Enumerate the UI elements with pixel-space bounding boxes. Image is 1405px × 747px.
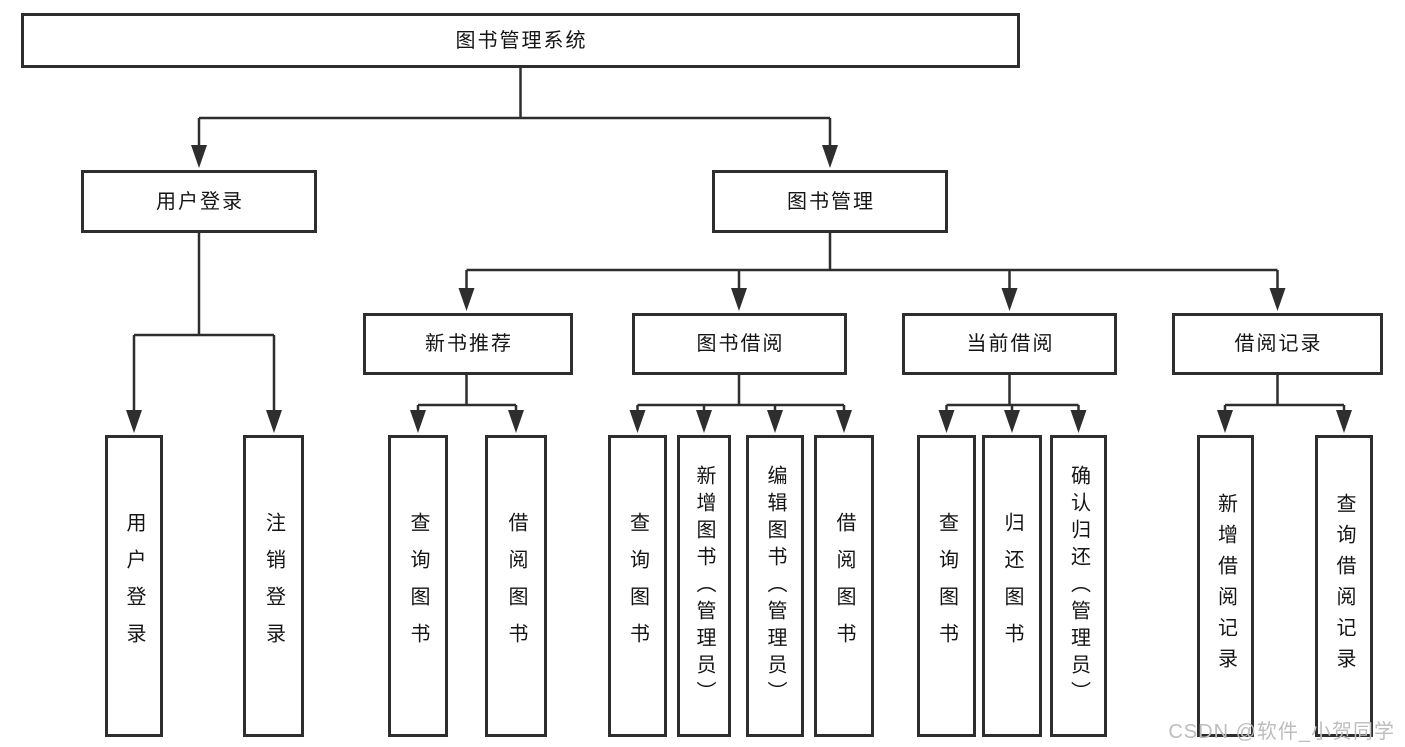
csdn-watermark: CSDN @软件_小贺同学 — [1168, 721, 1395, 743]
arrowhead — [458, 288, 475, 311]
arrowhead — [1217, 410, 1233, 433]
leaf-borrow-books-recommend: 借阅图书 — [485, 435, 547, 737]
arrowhead — [629, 410, 646, 433]
arrowhead — [836, 410, 852, 433]
leaf-logout: 注销登录 — [243, 435, 304, 737]
leaf-confirm-return-admin: 确认归还（管理员） — [1050, 435, 1107, 737]
arrowhead — [1001, 288, 1018, 311]
arrowhead — [822, 145, 838, 168]
arrowhead — [508, 410, 524, 433]
node-root-book-management-system: 图书管理系统 — [21, 13, 1020, 68]
leaf-query-books-borrow: 查询图书 — [608, 435, 667, 737]
leaf-query-books-recommend: 查询图书 — [388, 435, 448, 737]
leaf-add-borrow-record: 新增借阅记录 — [1197, 435, 1254, 737]
node-borrowing-records: 借阅记录 — [1172, 313, 1383, 375]
arrowhead — [767, 410, 783, 433]
arrowhead — [126, 410, 142, 433]
arrowhead — [410, 410, 426, 433]
node-user-login: 用户登录 — [81, 170, 317, 233]
arrowhead — [1269, 288, 1286, 311]
arrowhead — [731, 288, 747, 311]
leaf-edit-books-admin: 编辑图书（管理员） — [746, 435, 804, 737]
leaf-add-books-admin: 新增图书（管理员） — [677, 435, 731, 737]
arrowhead — [696, 410, 712, 433]
arrowhead — [1004, 410, 1020, 433]
connector-lines — [126, 68, 1352, 433]
arrowhead — [266, 410, 282, 433]
leaf-query-books-current: 查询图书 — [917, 435, 976, 737]
node-new-book-recommendation: 新书推荐 — [363, 313, 573, 375]
arrowhead — [1336, 410, 1352, 433]
node-book-management: 图书管理 — [712, 170, 948, 233]
leaf-return-books: 归还图书 — [982, 435, 1042, 737]
arrowhead — [1070, 410, 1087, 433]
arrowhead — [938, 410, 955, 433]
node-current-borrowing: 当前借阅 — [902, 313, 1117, 375]
node-book-borrowing: 图书借阅 — [632, 313, 847, 375]
leaf-borrow-books: 借阅图书 — [814, 435, 874, 737]
arrowhead — [191, 145, 207, 168]
leaf-user-login: 用户登录 — [105, 435, 163, 737]
leaf-query-borrow-record: 查询借阅记录 — [1315, 435, 1373, 737]
